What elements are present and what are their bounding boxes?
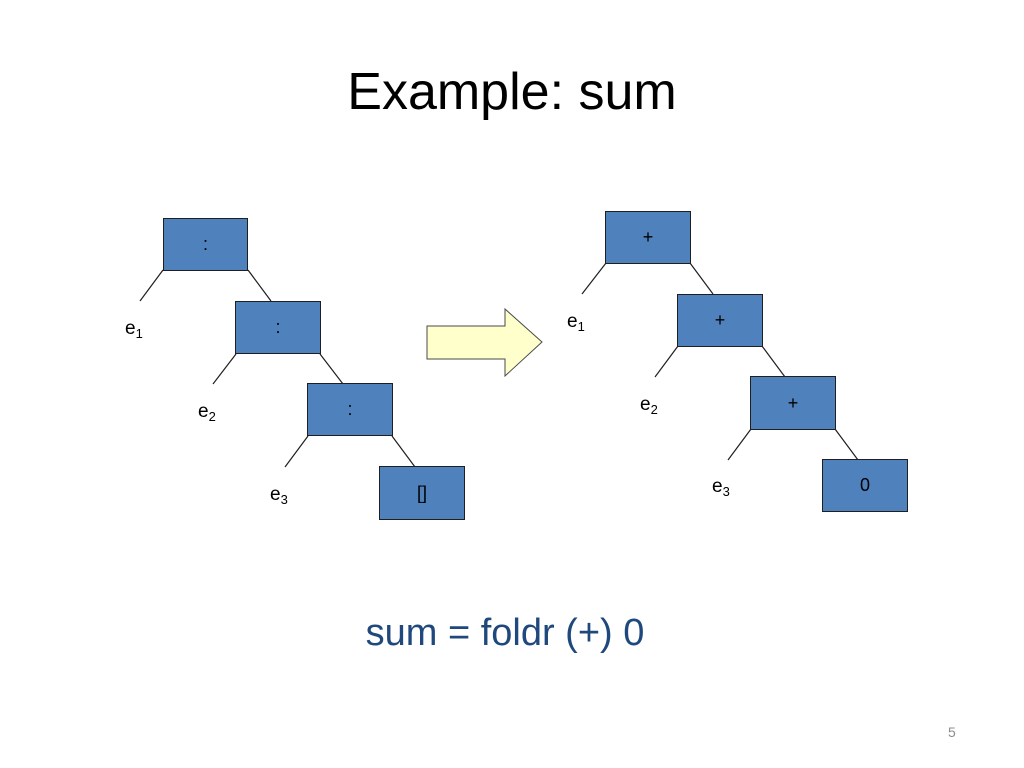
leaf-base: e: [198, 401, 209, 422]
left-edge-3-nil: [391, 435, 416, 468]
right-edge-3-zero: [834, 428, 859, 461]
right-edge-3-e3: [727, 428, 752, 461]
leaf-sub: 1: [135, 326, 143, 341]
right-arrow-icon: [426, 307, 543, 378]
right-leaf-e3: e3: [712, 476, 730, 499]
leaf-base: e: [270, 484, 281, 505]
left-edge-2-3: [319, 353, 344, 385]
slide-title: Example: sum: [347, 63, 677, 121]
right-plus-node-3: +: [750, 376, 836, 430]
right-plus-node-1: +: [605, 211, 691, 264]
formula-text: sum = foldr (+) 0: [365, 612, 645, 654]
right-edge-1-e1: [581, 262, 607, 295]
right-plus-node-2: +: [677, 294, 763, 347]
leaf-sub: 3: [722, 484, 730, 499]
right-edge-1-2: [689, 262, 714, 295]
right-leaf-e2: e2: [640, 394, 658, 417]
leaf-sub: 2: [208, 409, 216, 424]
left-edge-1-2: [247, 269, 272, 302]
left-nil-node: []: [379, 466, 465, 520]
leaf-base: e: [567, 311, 578, 332]
leaf-sub: 2: [650, 402, 658, 417]
left-cons-node-1: :: [163, 218, 248, 271]
left-leaf-e3: e3: [270, 484, 288, 507]
left-edge-2-e2: [212, 353, 237, 385]
left-leaf-e1: e1: [125, 318, 143, 341]
leaf-base: e: [712, 476, 723, 497]
left-edge-3-e3: [284, 435, 309, 468]
right-leaf-e1: e1: [567, 311, 585, 334]
right-edge-2-e2: [654, 345, 679, 378]
right-edge-2-3: [761, 345, 786, 378]
left-leaf-e2: e2: [198, 401, 216, 424]
right-zero-node: 0: [822, 459, 908, 512]
left-cons-node-2: :: [235, 301, 321, 354]
leaf-sub: 1: [577, 319, 585, 334]
page-number: 5: [948, 724, 956, 740]
leaf-base: e: [125, 318, 136, 339]
leaf-sub: 3: [280, 492, 288, 507]
leaf-base: e: [640, 394, 651, 415]
left-edge-1-e1: [139, 269, 164, 302]
left-cons-node-3: :: [307, 383, 393, 436]
